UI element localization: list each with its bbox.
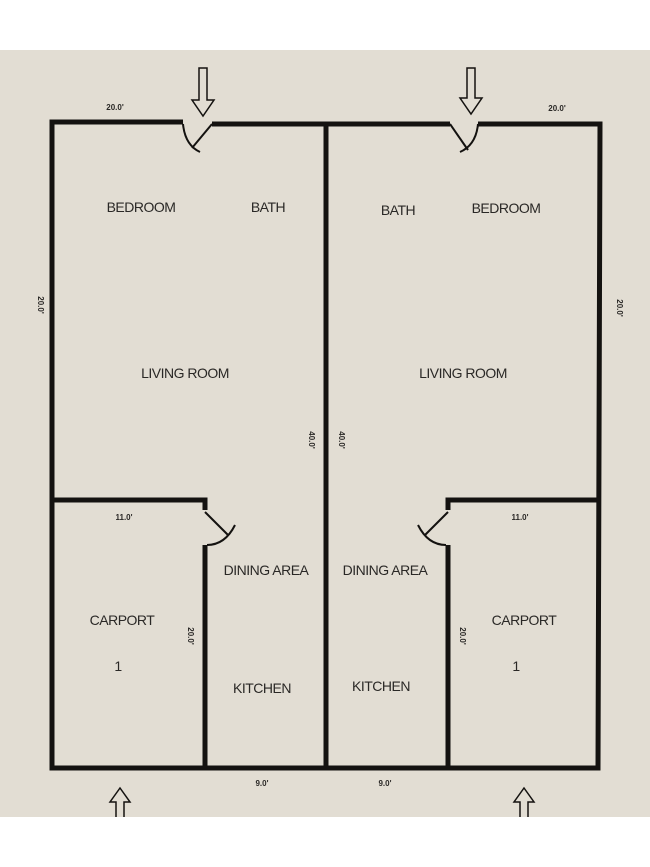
walls [49, 119, 603, 771]
door-swing-icon [417, 511, 449, 546]
dim-carport-width: 11.0' [115, 513, 132, 522]
room-label-living-room: LIVING ROOM [419, 365, 507, 381]
entry-arrow-icon [458, 67, 484, 116]
carport-number: 1 [114, 658, 122, 674]
carport-number: 1 [512, 658, 520, 674]
dim-carport-height: 20.0' [186, 627, 195, 645]
dim-side-height: 20.0' [36, 296, 45, 314]
room-label-dining-area: DINING AREA [343, 562, 429, 578]
entry-arrow-icon [190, 67, 216, 118]
dim-side-height: 20.0' [615, 299, 624, 317]
dim-top-width: 20.0' [106, 103, 124, 112]
entry-arrow-icon [512, 786, 536, 817]
room-label-bedroom: BEDROOM [472, 200, 541, 216]
dim-center-height: 40.0' [307, 431, 316, 449]
room-label-living-room: LIVING ROOM [141, 365, 229, 381]
door-swing-icon [182, 123, 213, 153]
room-label-carport: CARPORT [492, 612, 558, 628]
unit-right: BEDROOM BATH LIVING ROOM DINING AREA KIT… [337, 104, 624, 788]
room-label-bedroom: BEDROOM [107, 199, 176, 215]
unit-left: BEDROOM BATH LIVING ROOM DINING AREA KIT… [36, 103, 316, 788]
dim-kitchen-width: 9.0' [255, 779, 268, 788]
room-label-bath: BATH [381, 202, 415, 218]
entry-arrow-icon [108, 786, 132, 817]
room-label-kitchen: KITCHEN [233, 680, 291, 696]
dim-top-width: 20.0' [548, 104, 566, 113]
dim-center-height: 40.0' [337, 431, 346, 449]
dim-carport-width: 11.0' [511, 513, 528, 522]
room-label-kitchen: KITCHEN [352, 678, 410, 694]
door-swing-icon [204, 511, 236, 546]
room-label-dining-area: DINING AREA [224, 562, 310, 578]
door-swing-icon [449, 123, 479, 153]
dim-carport-height: 20.0' [458, 627, 467, 645]
right-carport-wall [445, 497, 598, 510]
dim-kitchen-width: 9.0' [378, 779, 391, 788]
room-label-bath: BATH [251, 199, 285, 215]
room-label-carport: CARPORT [90, 612, 156, 628]
left-carport-wall [52, 497, 208, 510]
